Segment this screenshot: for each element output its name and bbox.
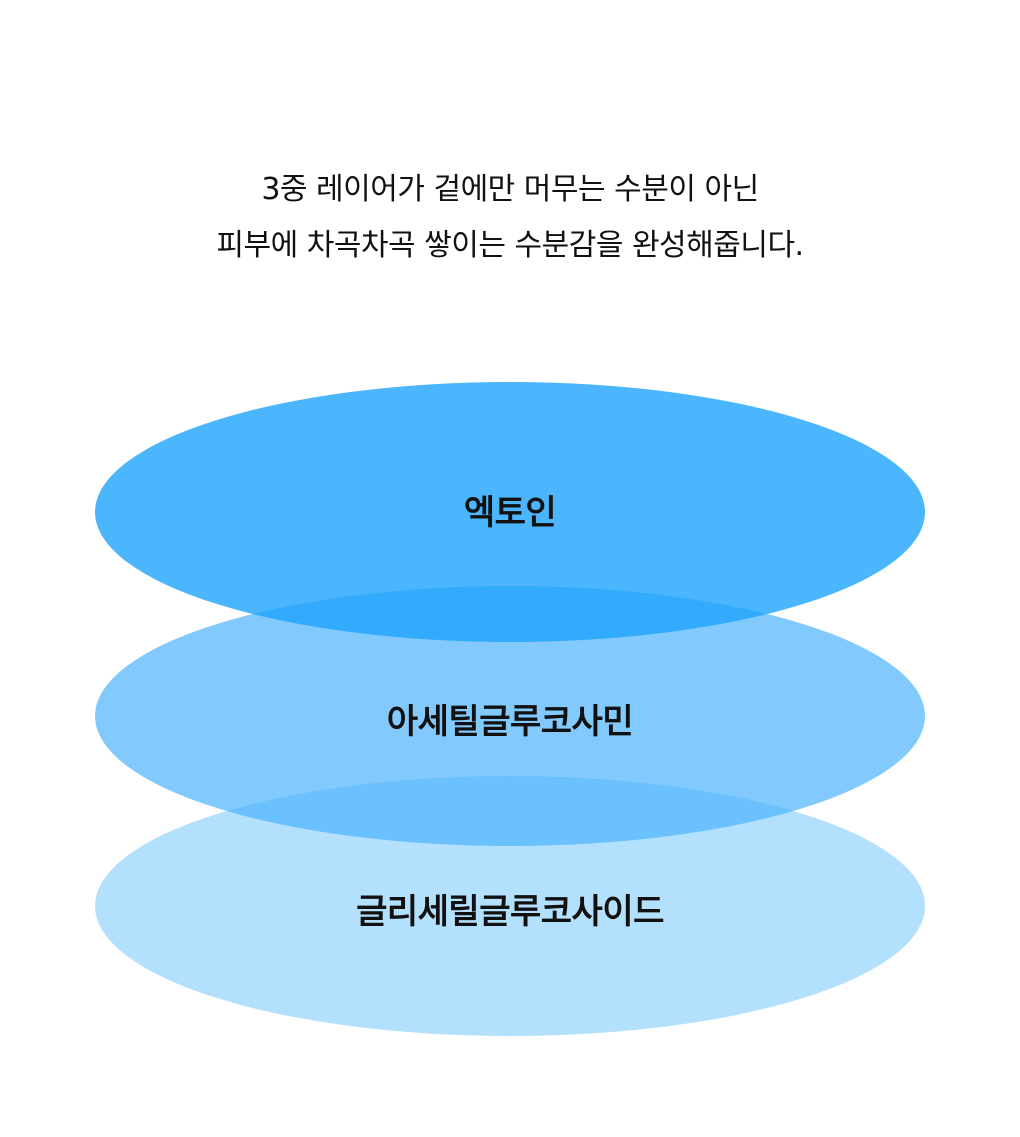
layer-label-acetylglucosamine: 아세틸글루코사민 [386,702,634,742]
layer-label-ectoin: 엑토인 [463,493,557,533]
layer-ellipse-1 [95,382,925,642]
intro-line-1: 3중 레이어가 겉에만 머무는 수분이 아닌 [261,172,759,207]
intro-text: 3중 레이어가 겉에만 머무는 수분이 아닌 피부에 차곡차곡 쌓이는 수분감을… [0,162,1020,274]
intro-line-2: 피부에 차곡차곡 쌓이는 수분감을 완성해줍니다. [216,228,804,263]
layer-label-glyceryl-glucoside: 글리세릴글루코사이드 [356,892,664,932]
layer-ellipse-3 [95,776,925,1036]
layer-ellipse-2 [95,586,925,846]
